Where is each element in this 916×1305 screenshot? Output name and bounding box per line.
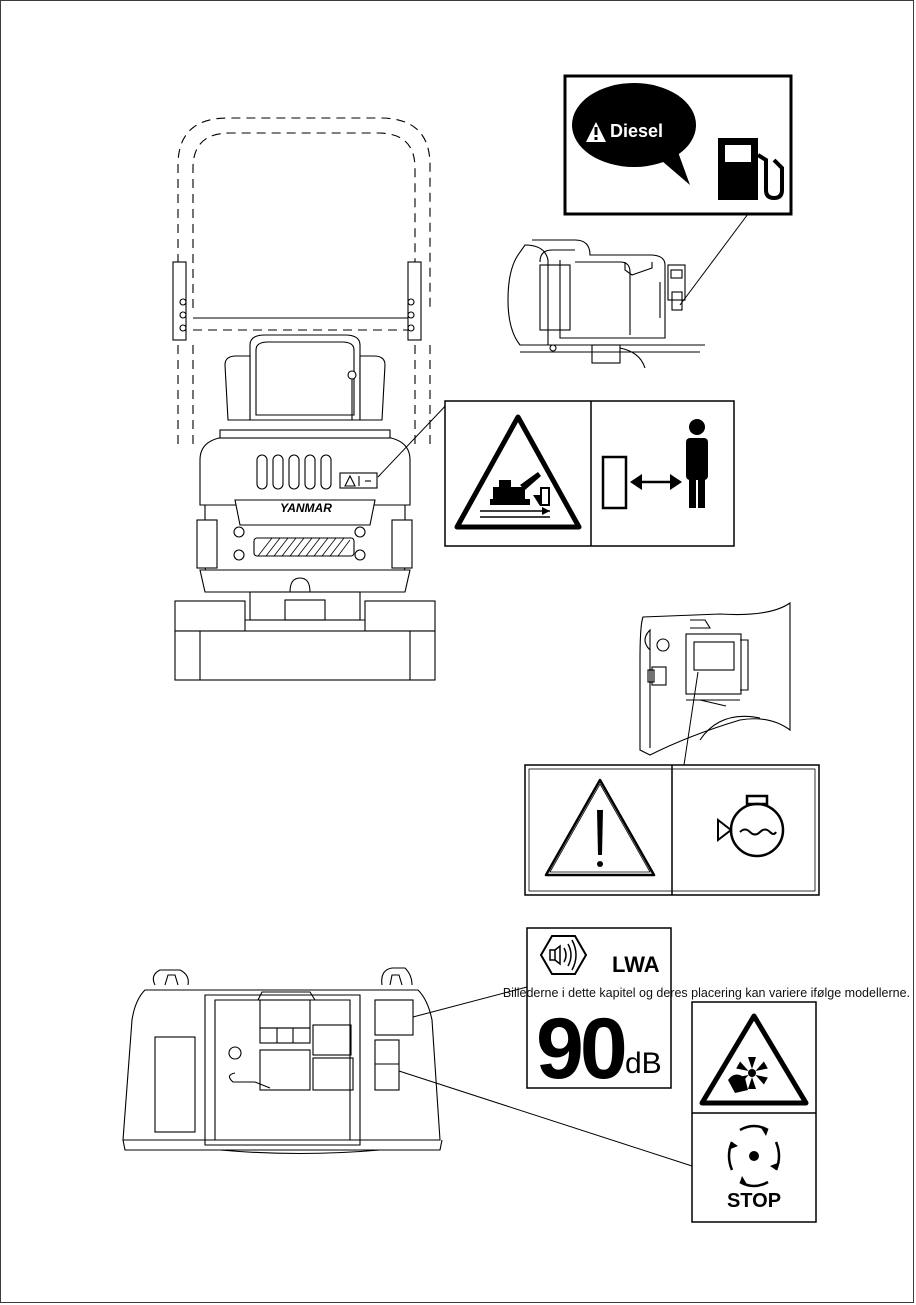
stop-label: STOP <box>727 1190 781 1212</box>
coolant-warning-decal <box>524 764 820 896</box>
leader-line <box>679 213 749 306</box>
fan-warning-decal <box>691 1001 817 1223</box>
leader-line <box>398 1070 693 1167</box>
diesel-decal <box>563 74 793 216</box>
brand-label: YANMAR <box>280 501 332 515</box>
noise-unit: dB <box>625 1047 662 1080</box>
stop-rotation-icon <box>749 1151 759 1161</box>
warning-triangle-icon <box>544 778 656 877</box>
crush-hazard-decal <box>444 400 735 547</box>
fuel-tank-side-view <box>507 239 705 369</box>
leader-line <box>377 400 451 478</box>
excavator-icon <box>493 487 525 499</box>
diesel-label: Diesel <box>610 121 663 141</box>
noise-value: 90 <box>536 1001 625 1097</box>
person-icon <box>689 419 705 435</box>
engine-compartment-view <box>639 601 791 756</box>
excavator-rear-view <box>122 967 443 1155</box>
leader-line <box>683 671 699 766</box>
excavator-front-view <box>172 117 436 681</box>
figure-caption: Billederne i dette kapitel og deres plac… <box>502 986 910 1000</box>
noise-level-decal <box>526 927 672 1089</box>
leader-line <box>412 986 528 1018</box>
speaker-icon <box>539 935 588 975</box>
lwa-label: LWA <box>612 952 660 977</box>
